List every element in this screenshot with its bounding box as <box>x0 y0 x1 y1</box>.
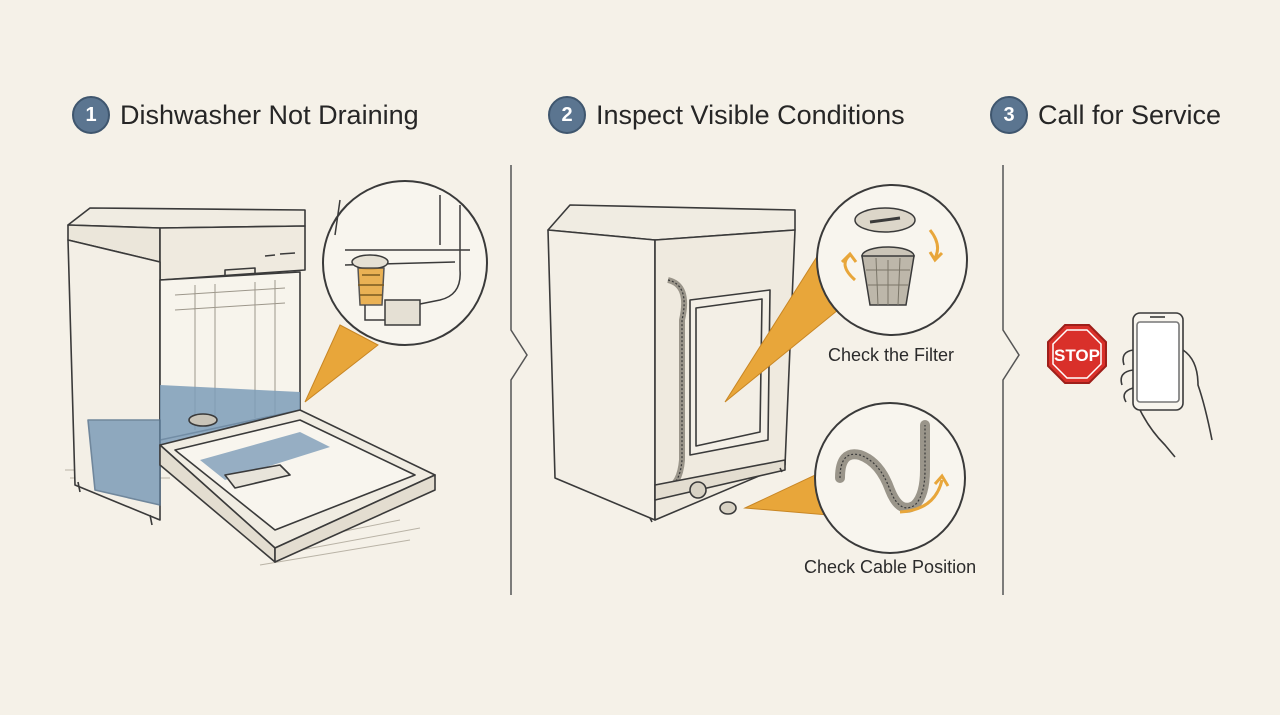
drain-filter-callout <box>304 180 488 403</box>
step-divider-1 <box>510 165 528 595</box>
step-3-title: Call for Service <box>1038 99 1222 130</box>
reposition-arrow-icon <box>899 473 950 514</box>
step-divider-2 <box>1002 165 1020 595</box>
stop-sign-icon: STOP <box>1047 324 1107 384</box>
filter-callout <box>724 184 968 403</box>
step-3-header: 3 Call for Service <box>990 95 1221 135</box>
check-filter-caption: Check the Filter <box>828 345 955 365</box>
rotate-arrow-icon <box>840 251 858 282</box>
cable-callout <box>743 402 966 554</box>
phone-in-hand-icon <box>1120 312 1213 458</box>
step-1-badge: 1 <box>72 96 110 134</box>
step-2-title: Inspect Visible Conditions <box>596 99 905 130</box>
step-3-badge: 3 <box>990 96 1028 134</box>
step-2-header: 2 Inspect Visible Conditions <box>548 95 905 135</box>
step-2-badge: 2 <box>548 96 586 134</box>
rotate-arrow-icon <box>928 229 944 263</box>
dishwasher-rear-illustration <box>547 204 796 523</box>
dishwasher-open-illustration <box>65 207 436 566</box>
step-1-title: Dishwasher Not Draining <box>120 99 419 130</box>
step-1-header: 1 Dishwasher Not Draining <box>72 95 419 135</box>
check-cable-caption: Check Cable Position <box>804 557 977 577</box>
stop-sign-text: STOP <box>1054 346 1100 365</box>
